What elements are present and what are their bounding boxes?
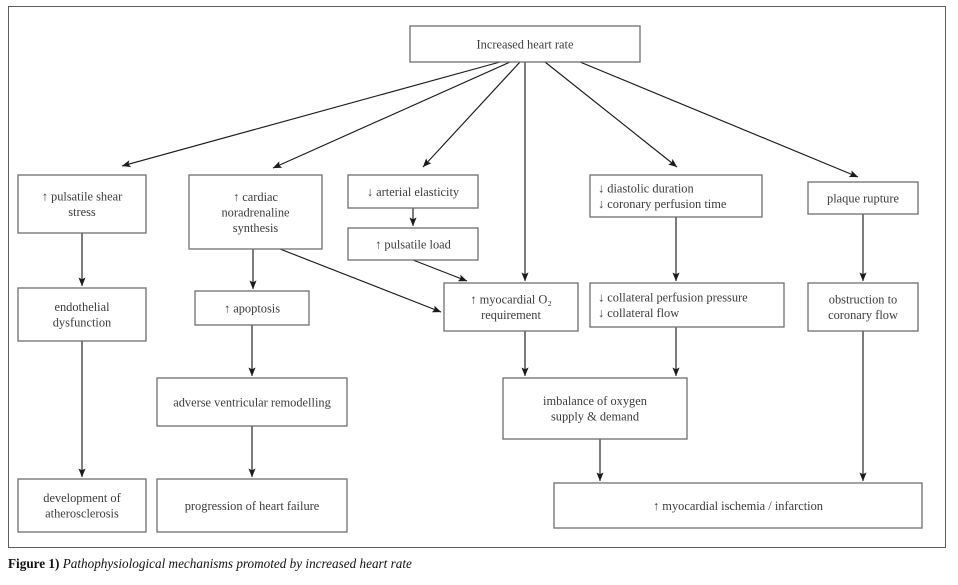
flow-node-label-apopt: ↑ apoptosis: [224, 301, 280, 315]
flow-node-label-myoO2: ↑ myocardial O₂: [470, 293, 551, 307]
flow-node-diastolic[interactable]: ↓ diastolic duration↓ coronary perfusion…: [589, 174, 763, 218]
flow-edge-hr-to-plaque: [579, 61, 859, 178]
figure-caption-text: Pathophysiological mechanisms promoted b…: [62, 556, 412, 571]
flow-node-box-apopt: [194, 290, 310, 326]
flow-node-box-athero: [17, 478, 147, 533]
flow-node-label-diastolic: ↓ coronary perfusion time: [598, 197, 727, 211]
flow-node-box-endoth: [17, 287, 147, 342]
flow-node-box-noradr: [188, 174, 323, 250]
flow-node-endoth[interactable]: endothelial dysfunction: [17, 287, 147, 342]
flow-node-label-plaque: plaque rupture: [827, 191, 899, 205]
flow-node-box-remod: [156, 377, 348, 427]
flow-node-label-hr: Increased heart rate: [477, 37, 574, 51]
flow-node-box-collat: [589, 282, 785, 328]
flow-node-plaque[interactable]: plaque rupture: [807, 181, 919, 215]
flow-node-label-collat: ↓ collateral perfusion pressure: [598, 291, 748, 305]
flow-node-box-ischemia: [553, 482, 923, 529]
flow-node-box-myoO2: [443, 282, 579, 332]
flow-node-imbal[interactable]: imbalance of oxygen supply & demand: [502, 377, 688, 440]
flow-node-collat[interactable]: ↓ collateral perfusion pressure↓ collate…: [589, 282, 785, 328]
flow-node-box-hr: [409, 25, 641, 63]
flow-node-athero[interactable]: development of atherosclerosis: [17, 478, 147, 533]
flow-node-label-shear: stress: [68, 205, 96, 219]
flow-node-apopt[interactable]: ↑ apoptosis: [194, 290, 310, 326]
flow-node-box-pulsload: [347, 227, 479, 261]
figure-border-frame: [8, 6, 946, 548]
flow-node-box-shear: [17, 174, 147, 234]
flow-node-label-diastolic: ↓ diastolic duration: [598, 182, 694, 196]
flow-node-label-hf: progression of heart failure: [185, 499, 320, 513]
flow-edge-pulsload-to-myoO2: [412, 259, 468, 282]
flow-node-hf[interactable]: progression of heart failure: [156, 478, 348, 533]
figure-caption-label: Figure 1): [8, 556, 60, 571]
flow-node-label-obstr: coronary flow: [828, 308, 898, 322]
flow-node-label-pulsload: ↑ pulsatile load: [375, 237, 452, 251]
flow-edge-hr-to-diastolic: [544, 61, 678, 168]
flow-node-box-imbal: [502, 377, 688, 440]
flow-node-label-endoth: dysfunction: [53, 316, 112, 330]
flow-node-label-endoth: endothelial: [54, 300, 110, 314]
flow-node-label-athero: atherosclerosis: [45, 507, 119, 521]
flow-node-ischemia[interactable]: ↑ myocardial ischemia / infarction: [553, 482, 923, 529]
flow-node-box-diastolic: [589, 174, 763, 218]
flow-edge-noradr-to-myoO2: [279, 248, 442, 313]
flow-node-box-plaque: [807, 181, 919, 215]
flow-node-label-noradr: noradrenaline: [221, 205, 290, 219]
flow-edge-hr-to-arterial: [422, 61, 521, 168]
flow-node-label-obstr: obstruction to: [829, 293, 898, 307]
figure-caption: Figure 1) Pathophysiological mechanisms …: [8, 556, 948, 572]
flow-node-label-noradr: ↑ cardiac: [233, 190, 279, 204]
flow-node-box-hf: [156, 478, 348, 533]
flow-node-hr[interactable]: Increased heart rate: [409, 25, 641, 63]
flow-node-label-noradr: synthesis: [233, 221, 279, 235]
nodes-layer: Increased heart rate ↑ pulsatile shearstr…: [17, 25, 923, 533]
flow-node-label-arterial: ↓ arterial elasticity: [367, 185, 460, 199]
flow-node-label-myoO2: requirement: [481, 308, 541, 322]
flowchart-canvas: Increased heart rate ↑ pulsatile shearstr…: [17, 25, 923, 533]
flow-edge-hr-to-shear: [121, 61, 501, 168]
flow-node-label-ischemia: ↑ myocardial ischemia / infarction: [653, 499, 823, 513]
flow-node-pulsload[interactable]: ↑ pulsatile load: [347, 227, 479, 261]
flow-node-box-obstr: [807, 282, 919, 332]
flow-node-label-imbal: imbalance of oxygen: [543, 394, 647, 408]
flow-node-arterial[interactable]: ↓ arterial elasticity: [347, 174, 479, 209]
flow-node-label-remod: adverse ventricular remodelling: [173, 395, 331, 409]
flow-node-label-athero: development of: [43, 491, 121, 505]
flow-node-label-imbal: supply & demand: [551, 410, 640, 424]
edges-layer: [78, 61, 867, 482]
flow-edge-hr-to-noradr: [272, 61, 511, 169]
flow-node-label-shear: ↑ pulsatile shear: [42, 190, 123, 204]
flow-node-label-collat: ↓ collateral flow: [598, 306, 679, 320]
flow-node-box-arterial: [347, 174, 479, 209]
flow-node-remod[interactable]: adverse ventricular remodelling: [156, 377, 348, 427]
